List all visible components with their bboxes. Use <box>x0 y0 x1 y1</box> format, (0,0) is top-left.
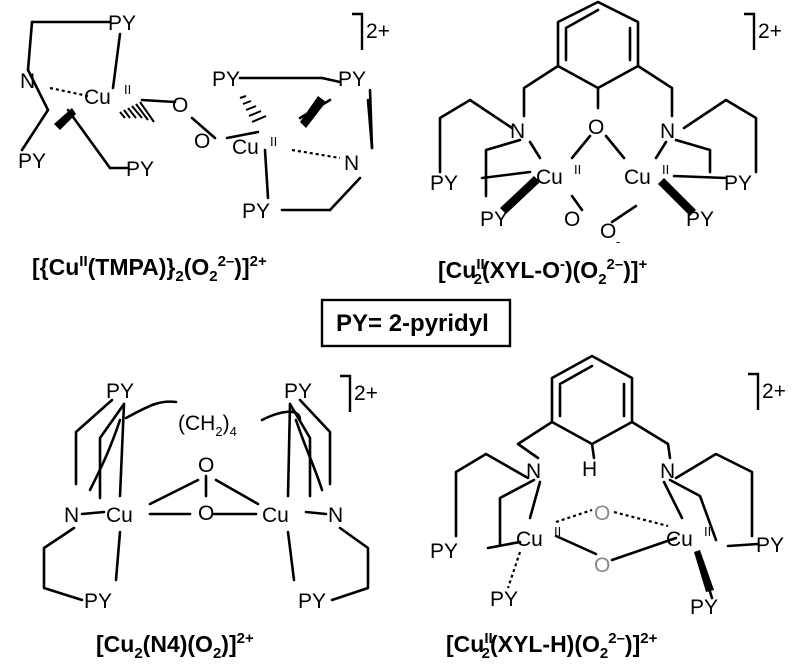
py-label: PY <box>284 380 312 403</box>
o-label: O <box>564 208 580 231</box>
charge-bracket <box>340 374 352 412</box>
structure-xyl-h: H N N Cu II Cu II O O PY PY PY PY 2+ [Cu… <box>430 354 786 662</box>
o-label: O <box>194 130 210 153</box>
py-label: PY <box>430 172 458 195</box>
structure-n4: PY PY (CH2)4 O O N Cu Cu N PY PY 2+ [Cu2… <box>42 374 378 662</box>
charge-label: 2+ <box>762 380 786 403</box>
o-label: O <box>198 502 214 525</box>
cu-oxidation-label: II <box>704 524 711 539</box>
charge-bracket <box>744 12 756 50</box>
n-label: N <box>660 460 675 483</box>
py-label: PY <box>480 208 508 231</box>
structure-xyl-o: N O N Cu II Cu II PY PY PY PY O O - 2+ [… <box>430 0 782 288</box>
cu-label: Cu <box>624 166 651 189</box>
bonds <box>42 398 370 602</box>
py-label: PY <box>430 540 458 563</box>
bonds <box>438 0 758 224</box>
legend-box <box>320 298 512 348</box>
charge-label: 2+ <box>758 20 782 43</box>
atom-labels: PY PY (CH2)4 O O N Cu Cu N PY PY <box>64 380 343 613</box>
n-label: N <box>510 120 525 143</box>
cu-label: Cu <box>536 166 563 189</box>
charge-label: 2+ <box>354 382 378 405</box>
h-label: H <box>582 458 597 481</box>
atom-labels: PY N Cu II PY PY O O PY PY Cu II N PY <box>18 12 366 223</box>
charge-bracket <box>748 372 760 410</box>
py-label: PY <box>686 208 714 231</box>
n-label: N <box>64 504 79 527</box>
cu-oxidation-label: II <box>662 162 669 177</box>
py-label: PY <box>490 588 518 611</box>
cu-label: Cu <box>262 504 289 527</box>
py-label: PY <box>690 596 718 619</box>
py-label: PY <box>126 158 154 181</box>
cu-label: Cu <box>106 504 133 527</box>
py-label: PY <box>18 150 46 173</box>
py-label: PY <box>298 590 326 613</box>
py-label: PY <box>212 68 240 91</box>
cu-oxidation-label: II <box>574 162 581 177</box>
n-label: N <box>20 70 35 93</box>
py-label: PY <box>338 68 366 91</box>
py-label: PY <box>84 590 112 613</box>
ch2-label: (CH2)4 <box>178 412 237 439</box>
charge-bracket <box>352 12 364 50</box>
legend-text: PY= 2-pyridyl <box>336 310 489 337</box>
cu-label: Cu <box>232 136 259 159</box>
n-label: N <box>526 460 541 483</box>
atom-labels: N O N Cu II Cu II PY PY PY PY O O - <box>430 116 752 249</box>
bonds <box>20 20 374 212</box>
py-label: PY <box>106 380 134 403</box>
o-label: O <box>594 502 610 525</box>
structure-name: [{CuII(TMPA)}2(O22–)]2+ <box>32 253 267 285</box>
charge-minus-label: - <box>616 234 620 249</box>
o-label: O <box>594 554 610 577</box>
structure-name: [Cu2(N4)(O2)]2+ <box>96 630 254 662</box>
n-label: N <box>660 120 675 143</box>
legend: PY= 2-pyridyl <box>320 298 512 348</box>
cu-label: Cu <box>84 86 111 109</box>
charge-label: 2+ <box>366 20 390 43</box>
bonds <box>454 354 760 600</box>
structure-tmpa-dimer: PY N Cu II PY PY O O PY PY Cu II N PY 2+… <box>18 12 390 285</box>
cu-oxidation-label: II <box>270 134 277 149</box>
py-label: PY <box>108 12 136 35</box>
cu-label: Cu <box>666 528 693 551</box>
o-label: O <box>600 220 616 243</box>
py-label: PY <box>242 200 270 223</box>
cu-label: Cu <box>516 528 543 551</box>
o-label: O <box>172 94 188 117</box>
cu-oxidation-label: II <box>554 524 561 539</box>
py-label: PY <box>724 172 752 195</box>
cu-oxidation-label: II <box>124 82 131 97</box>
o-label: O <box>588 116 604 139</box>
py-label: PY <box>756 534 784 557</box>
atom-labels: H N N Cu II Cu II O O PY PY PY PY <box>430 458 784 619</box>
n-label: N <box>344 152 359 175</box>
n-label: N <box>328 504 343 527</box>
o-label: O <box>198 454 214 477</box>
